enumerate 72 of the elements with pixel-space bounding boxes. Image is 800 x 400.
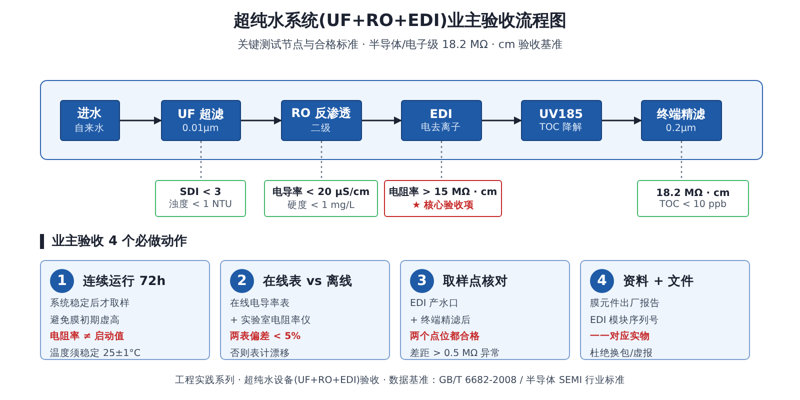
process-name: 进水 bbox=[78, 105, 102, 122]
card-title: 在线表 vs 离线 bbox=[263, 272, 352, 290]
step-number: 4 bbox=[590, 269, 614, 293]
criteria-note: ★ 核心验收项 bbox=[412, 199, 474, 212]
process-detail: 二级 bbox=[311, 122, 331, 135]
card-text: 两表偏差 < 5% bbox=[230, 330, 302, 344]
process-box bbox=[400, 100, 482, 140]
criteria-value: 电阻率 > 15 MΩ · cm bbox=[388, 185, 498, 199]
criteria-box bbox=[637, 180, 749, 217]
criteria-note: 浊度 < 1 NTU bbox=[169, 198, 232, 210]
arrow bbox=[362, 116, 402, 124]
process-name: RO 反渗透 bbox=[291, 105, 351, 122]
action-card bbox=[400, 260, 570, 360]
card-text: + 终端精滤后 bbox=[410, 314, 472, 328]
footer-note: 工程实践系列 · 超纯水设备(UF+RO+EDI)验收 · 数据基准：GB/T 6682-2008 / 半导体 SEMI 行业标准 bbox=[174, 374, 626, 387]
card-title: 资料 + 文件 bbox=[623, 272, 694, 290]
criteria-box bbox=[384, 180, 502, 217]
process-box bbox=[60, 100, 120, 140]
step-number: 3 bbox=[410, 269, 434, 293]
process-detail: TOC 降解 bbox=[540, 120, 582, 134]
step-number: 1 bbox=[50, 269, 74, 293]
process-detail: 0.2μm bbox=[666, 123, 696, 134]
card-text: EDI 模块序列号 bbox=[590, 314, 660, 328]
action-card bbox=[580, 260, 750, 360]
process-box bbox=[160, 100, 240, 140]
process-box bbox=[280, 100, 362, 140]
card-title: 取样点核对 bbox=[443, 272, 508, 290]
dotted-connector bbox=[440, 141, 442, 180]
card-text: 在线电导率表 bbox=[230, 297, 291, 311]
criteria-value: 电导率 < 20 μS/cm bbox=[272, 185, 370, 199]
process-detail: 自来水 bbox=[74, 122, 104, 135]
criteria-note: TOC < 10 ppb bbox=[659, 198, 727, 210]
card-text: 差距 > 0.5 MΩ 异常 bbox=[410, 346, 502, 360]
card-text: 杜绝换包/虚报 bbox=[590, 346, 654, 360]
card-text: 膜元件出厂报告 bbox=[590, 297, 661, 311]
card-title: 连续运行 72h bbox=[83, 272, 166, 290]
arrow bbox=[602, 116, 642, 124]
arrow bbox=[241, 116, 282, 124]
criteria-note: 硬度 < 1 mg/L bbox=[288, 199, 354, 212]
card-text: + 实验室电阻率仪 bbox=[230, 314, 312, 328]
action-card bbox=[220, 260, 390, 360]
diagram-title: 超纯水系统(UF+RO+EDI)业主验收流程图 bbox=[232, 10, 568, 32]
criteria-value: SDI < 3 bbox=[180, 186, 222, 198]
card-text: 否则表计漂移 bbox=[230, 346, 291, 360]
criteria-value: 18.2 MΩ · cm bbox=[656, 188, 730, 198]
process-name: UV185 bbox=[538, 106, 584, 120]
section-heading: 业主验收 4 个必做动作 bbox=[40, 234, 188, 249]
action-card bbox=[40, 260, 210, 360]
process-band bbox=[40, 80, 763, 160]
step-number: 2 bbox=[230, 269, 254, 293]
subtitle: 关键测试节点与合格标准 · 半导体/电子级 18.2 MΩ · cm 验收基准 bbox=[236, 37, 564, 52]
card-text: EDI 产水口 bbox=[410, 297, 460, 311]
process-name: 终端精滤 bbox=[657, 106, 705, 123]
process-name: UF 超滤 bbox=[177, 106, 224, 123]
process-detail: 电去离子 bbox=[421, 120, 461, 134]
card-text: 避免膜初期虚高 bbox=[50, 314, 121, 328]
dotted-connector bbox=[200, 141, 202, 180]
process-box bbox=[520, 100, 602, 140]
process-box bbox=[640, 100, 722, 140]
dotted-connector bbox=[320, 141, 322, 180]
card-text: 两个点位都合格 bbox=[410, 330, 481, 344]
criteria-box bbox=[155, 180, 246, 217]
process-detail: 0.01μm bbox=[182, 123, 219, 134]
card-text: 系统稳定后才取样 bbox=[50, 297, 131, 311]
card-text: 电阻率 ≠ 启动值 bbox=[50, 330, 126, 344]
card-text: 温度须稳定 25±1°C bbox=[50, 346, 142, 360]
process-name: EDI bbox=[430, 106, 452, 120]
criteria-box bbox=[264, 180, 378, 217]
arrow bbox=[120, 116, 162, 124]
dotted-connector bbox=[680, 141, 682, 180]
card-text: 一一对应实物 bbox=[590, 330, 651, 344]
arrow bbox=[482, 116, 522, 124]
